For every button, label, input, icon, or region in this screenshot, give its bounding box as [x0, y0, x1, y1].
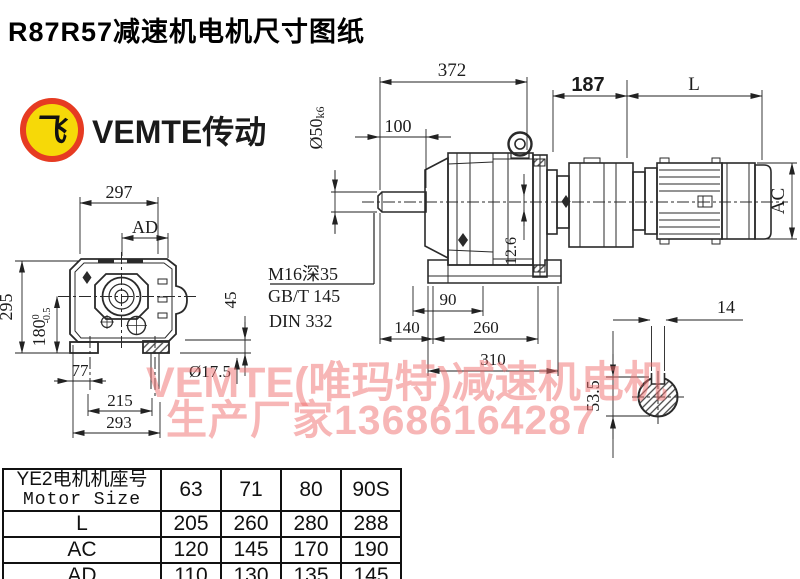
- row-label: AC: [2, 536, 162, 564]
- dim-297: 297: [106, 182, 133, 202]
- dim-260: 260: [473, 318, 499, 337]
- dim-77: 77: [72, 361, 90, 380]
- table-header-cell: 90S: [340, 468, 402, 512]
- table-row: AD 110 130 135 145: [2, 562, 402, 579]
- brand-logo: 飞 VEMTE传动: [20, 98, 266, 162]
- label-tap-hole: M16深35: [268, 264, 338, 284]
- dim-295: 295: [0, 294, 16, 321]
- table-row: L 205 260 280 288: [2, 510, 402, 538]
- table-title-cn: YE2电机机座号: [16, 469, 148, 491]
- table-cell: 260: [220, 510, 282, 538]
- table-cell: 190: [340, 536, 402, 564]
- page-title: R87R57减速机电机尺寸图纸: [8, 17, 366, 47]
- row-label: L: [2, 510, 162, 538]
- dim-100: 100: [385, 116, 412, 136]
- table-cell: 130: [220, 562, 282, 579]
- table-header-cell: 80: [280, 468, 342, 512]
- table-header-cell: YE2电机机座号 Motor Size: [2, 468, 162, 512]
- diamond-mark: [561, 195, 571, 208]
- table-header-cell: 71: [220, 468, 282, 512]
- dim-90: 90: [440, 290, 457, 309]
- table-cell: 205: [160, 510, 222, 538]
- dim-293: 293: [106, 413, 132, 432]
- table-header-row: YE2电机机座号 Motor Size 63 71 80 90S: [2, 468, 402, 512]
- dim-310: 310: [480, 350, 506, 369]
- dim-12-6: 12.6: [503, 237, 520, 265]
- table-cell: 145: [340, 562, 402, 579]
- dim-187: 187: [571, 74, 604, 96]
- dim-140: 140: [394, 318, 420, 337]
- dim-14: 14: [717, 297, 735, 317]
- dim-shaft-dia: Ø50k6: [306, 107, 327, 150]
- table-cell: 120: [160, 536, 222, 564]
- lifting-eye-icon: [507, 131, 533, 157]
- table-cell: 288: [340, 510, 402, 538]
- dim-180: 1800-0.5: [29, 308, 53, 347]
- table-cell: 280: [280, 510, 342, 538]
- table-cell: 135: [280, 562, 342, 579]
- motor-size-table: YE2电机机座号 Motor Size 63 71 80 90S L 205 2…: [2, 468, 402, 579]
- brand-name: VEMTE传动: [92, 114, 267, 150]
- dim-215: 215: [107, 391, 133, 410]
- dimension-drawing: 372 100 Ø50k6 M16深35 GB/T 145 DIN 332 12…: [0, 60, 797, 458]
- table-row: AC 120 145 170 190: [2, 536, 402, 564]
- table-cell: 170: [280, 536, 342, 564]
- dim-AC: AC: [768, 188, 789, 214]
- dim-53-5: 53.5: [583, 380, 603, 412]
- side-view: [362, 131, 788, 284]
- table-cell: 145: [220, 536, 282, 564]
- row-label: AD: [2, 562, 162, 579]
- dim-L: L: [688, 74, 700, 95]
- label-std-gb: GB/T 145: [268, 286, 340, 306]
- dim-372: 372: [438, 60, 467, 81]
- dim-45: 45: [221, 292, 240, 309]
- table-header-cell: 63: [160, 468, 222, 512]
- front-view: [58, 252, 196, 398]
- diamond-mark: [82, 271, 92, 284]
- dim-AD: AD: [132, 217, 158, 237]
- dimension-labels: 372 100 Ø50k6 M16深35 GB/T 145 DIN 332 12…: [0, 60, 789, 432]
- table-cell: 110: [160, 562, 222, 579]
- table-title-en: Motor Size: [22, 489, 142, 510]
- shaft-section-view: [632, 371, 684, 424]
- logo-badge-icon: 飞: [20, 98, 84, 162]
- diamond-mark: [458, 233, 468, 247]
- label-std-din: DIN 332: [269, 311, 333, 331]
- dim-hole-dia: Ø17.5: [189, 362, 231, 381]
- dimension-lines: [15, 77, 797, 458]
